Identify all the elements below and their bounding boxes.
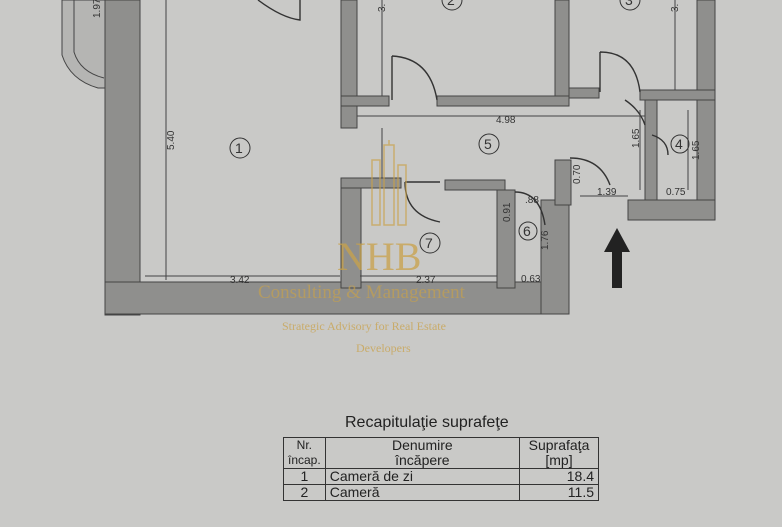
wall-room3-bottom-b xyxy=(639,89,716,101)
header-nr-line2: încap. xyxy=(288,453,321,467)
wall-room7-top-b xyxy=(444,179,506,191)
wall-left-outer xyxy=(104,0,141,316)
room-marker-6 xyxy=(518,221,538,241)
room-marker-1 xyxy=(229,137,251,159)
row-area: 18.4 xyxy=(519,468,599,485)
dim-1-97: 1.97 xyxy=(92,0,103,18)
header-name-line1: Denumire xyxy=(392,437,453,453)
watermark-tagline-1: Strategic Advisory for Real Estate xyxy=(282,319,446,333)
row-name: Cameră de zi xyxy=(324,468,521,485)
room-number-6: 6 xyxy=(523,223,531,239)
summary-header-row: Nr. încap. Denumire încăpere Suprafaţa [… xyxy=(283,437,599,469)
wall-right-outer xyxy=(696,0,716,221)
dim-1-39: 1.39 xyxy=(597,187,617,198)
dim-1-65-b: 1.65 xyxy=(691,140,702,160)
dim-1-76: 1.76 xyxy=(540,230,551,250)
floor-plan: 1.97 5.40 3.42 2.37 4.98 1.65 1.65 0.75 … xyxy=(61,0,716,355)
wall-partition-2-3 xyxy=(554,0,570,101)
row-name: Cameră xyxy=(324,484,521,501)
header-name: Denumire încăpere xyxy=(324,437,521,469)
room-number-4: 4 xyxy=(675,136,683,152)
wall-right-step xyxy=(540,199,570,315)
dim-2-37: 2.37 xyxy=(416,275,436,286)
table-row: 1 Cameră de zi 18.4 xyxy=(283,468,599,485)
door-room2 xyxy=(391,55,438,101)
dim-3-b: 3. xyxy=(670,4,681,12)
wall-room3-bottom-a xyxy=(568,87,600,99)
dim-0-75: 0.75 xyxy=(666,187,686,198)
wall-bottom-right xyxy=(627,199,716,221)
summary-table: Nr. încap. Denumire încăpere Suprafaţa [… xyxy=(283,437,599,501)
room-marker-3 xyxy=(619,0,641,11)
door-entrance xyxy=(569,157,611,186)
room-number-2: 2 xyxy=(447,0,455,8)
room-marker-7 xyxy=(419,232,441,254)
header-nr-line1: Nr. xyxy=(296,438,313,452)
entrance-arrow xyxy=(604,228,630,288)
dim-0-63: 0.63 xyxy=(521,274,541,285)
dim-5-40: 5.40 xyxy=(166,130,177,150)
wall-room6-left xyxy=(496,189,516,289)
dim-0-70: 0.70 xyxy=(572,164,583,184)
dim-0-91: 0.91 xyxy=(502,202,513,222)
room-number-1: 1 xyxy=(235,140,243,156)
wall-room2-bottom-b xyxy=(436,95,570,107)
wall-bottom-outer xyxy=(104,281,546,315)
header-area-line2: [mp] xyxy=(545,452,573,468)
room-marker-2 xyxy=(441,0,463,11)
table-row: 2 Cameră 11.5 xyxy=(283,484,599,501)
row-area: 11.5 xyxy=(519,484,599,501)
summary-title: Recapitulaţie suprafeţe xyxy=(345,414,509,431)
header-name-line2: încăpere xyxy=(395,452,450,468)
room-marker-4 xyxy=(670,134,690,154)
watermark: NHB Consulting & Management Strategic Ad… xyxy=(258,140,466,355)
balcony-rail xyxy=(73,0,105,79)
dimension-lines xyxy=(145,0,689,283)
balcony-curve xyxy=(61,0,106,89)
dim-0-88: .88 xyxy=(525,195,539,206)
walls xyxy=(104,0,716,316)
header-area: Suprafaţa [mp] xyxy=(519,437,599,469)
dim-3-a: 3. xyxy=(377,4,388,12)
watermark-building-icon xyxy=(371,140,407,226)
door-room1 xyxy=(257,0,301,21)
room-marker-5 xyxy=(478,133,500,155)
room-number-7: 7 xyxy=(425,235,433,251)
wall-room4-left xyxy=(644,99,658,201)
wall-room2-bottom-a xyxy=(340,95,390,107)
doors xyxy=(257,0,669,226)
header-nr: Nr. încap. xyxy=(283,437,326,469)
header-area-line1: Suprafaţa xyxy=(528,437,590,453)
wall-room6-right xyxy=(554,159,572,206)
room-number-3: 3 xyxy=(625,0,633,8)
door-room3 xyxy=(599,51,641,93)
dim-4-98: 4.98 xyxy=(496,115,516,126)
watermark-name: Consulting & Management xyxy=(258,282,466,303)
door-room4 xyxy=(624,99,669,156)
watermark-logo: NHB xyxy=(337,234,421,279)
row-nr: 1 xyxy=(283,468,326,485)
room-number-5: 5 xyxy=(484,136,492,152)
dim-1-65-a: 1.65 xyxy=(631,128,642,148)
row-nr: 2 xyxy=(283,484,326,501)
watermark-tagline-2: Developers xyxy=(356,341,411,355)
door-room7 xyxy=(404,181,441,223)
wall-partition-1-2 xyxy=(340,0,358,129)
wall-room7-top-a xyxy=(340,177,402,189)
dim-3-42: 3.42 xyxy=(230,275,250,286)
door-room6 xyxy=(514,191,546,226)
